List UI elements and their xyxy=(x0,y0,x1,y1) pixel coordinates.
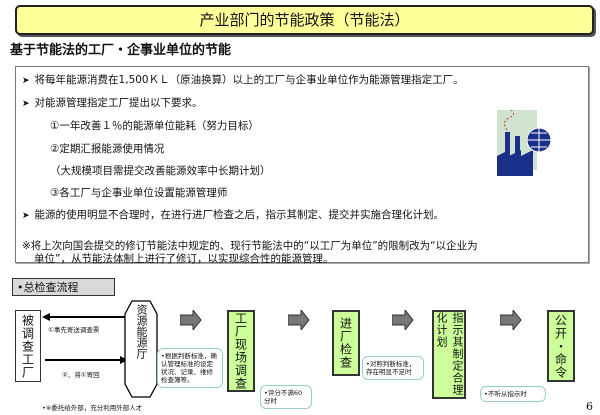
arrow-bullet-icon: ➤ xyxy=(22,99,30,109)
bullet-text: 能源的使用明显不合理时，在进行进厂检查之后，指示其制定、提交并实施合理化计划。 xyxy=(34,209,445,221)
onsite-investigation-box: 工厂现场调查 xyxy=(227,310,255,392)
score-note-callout: •评分不满60分时 xyxy=(260,385,312,409)
exchange-arrows xyxy=(42,313,128,364)
requirement-2: ②定期汇报能源使用情况 xyxy=(50,143,165,155)
footnote: •※委托给外部，充分利用外部人才 xyxy=(42,404,143,412)
bullet-text: 将每年能源消费在1,500ＫＬ（原油换算）以上的工厂与企事业单位作为能源管理指定… xyxy=(34,74,464,86)
process-arrow-icon xyxy=(180,310,202,330)
investigated-factory-box: 被调查工厂 xyxy=(15,310,41,382)
note-line-1: ※将上次向国会提交的修订节能法中规定的、现行节能法中的“以工厂为单位”的限制改为… xyxy=(22,240,478,252)
arrow-right-icon xyxy=(120,356,128,364)
refuse-note-callout: •不听从指示时 xyxy=(480,386,546,402)
process-arrow-icon xyxy=(392,310,414,330)
bullet-1: ➤ 将每年能源消费在1,500ＫＬ（原油换算）以上的工厂与企事业单位作为能源管理指… xyxy=(22,72,464,87)
process-arrow-icon xyxy=(288,310,310,330)
entry-inspection-box: 进厂检查 xyxy=(332,310,360,376)
requirement-3: ③各工厂与企事业单位设置能源管理师 xyxy=(50,187,228,199)
step2-label: ②、将①寄回 xyxy=(62,371,100,379)
agency-hexagon xyxy=(124,300,158,398)
page-number: 6 xyxy=(586,400,593,413)
requirement-2-detail: （大规模项目需提交改善能源效率中长期计划） xyxy=(50,165,271,177)
process-arrow-icon xyxy=(500,310,522,330)
inspect-note-callout: •对照判断标准，存在明显不足时 xyxy=(362,356,424,380)
bullet-3: ➤ 能源的使用明显不合理时，在进行进厂检查之后，指示其制定、提交并实施合理化计划。 xyxy=(22,207,444,222)
flow-header: •总检查流程 xyxy=(12,278,115,296)
agency-label: 资源能源厅 xyxy=(135,304,148,359)
factory-globe-icon xyxy=(497,110,552,176)
publish-order-box: 公开・命令 xyxy=(547,310,575,382)
onsite-note-callout: •根据判断标准，确认管理标准的设定状况、记录、维修检查簿等。 xyxy=(157,348,223,388)
requirement-1: ①一年改善１％的能源单位能耗（努力目标） xyxy=(50,120,259,132)
policy-box: ➤ 将每年能源消费在1,500ＫＬ（原油换算）以上的工厂与企事业单位作为能源管理指… xyxy=(15,66,589,265)
page-title: 产业部门的节能政策（节能法） xyxy=(15,5,594,35)
subtitle: 基于节能法的工厂・企事业单位的节能 xyxy=(10,43,232,58)
arrow-bullet-icon: ➤ xyxy=(22,76,30,86)
note-line-2: 单位”，从节能法体制上进行了修订，以实现综合性的能源管理。 xyxy=(34,253,334,265)
arrow-left-icon xyxy=(42,313,50,321)
bullet-2: ➤ 对能源管理指定工厂提出以下要求。 xyxy=(22,95,203,110)
instruct-plan-box: 指示其制定合理化计划 xyxy=(432,310,466,399)
bullet-text: 对能源管理指定工厂提出以下要求。 xyxy=(34,97,203,109)
step1-label: ①事先寄送调查票 xyxy=(48,326,100,334)
arrow-bullet-icon: ➤ xyxy=(22,211,30,221)
